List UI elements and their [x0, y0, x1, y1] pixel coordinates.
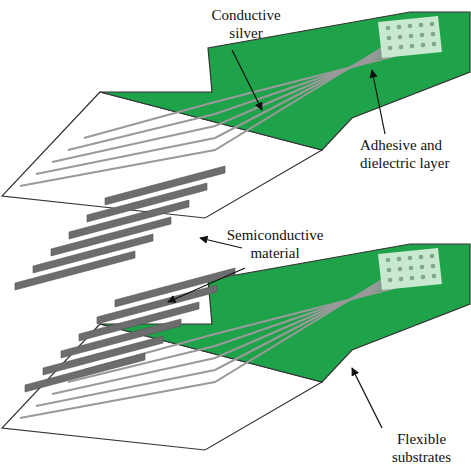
leader-line [372, 70, 385, 134]
pad-dot [388, 278, 393, 283]
callout-label: Adhesive and dielectric layer [360, 136, 471, 172]
pad-dot [432, 274, 437, 279]
pad-dot [410, 276, 415, 281]
leader-line [232, 50, 262, 110]
pad-dot [408, 256, 413, 261]
pad-dot [430, 254, 435, 259]
pad-dot [397, 257, 402, 262]
semiconductive-strip [25, 353, 145, 392]
pad-dot [420, 33, 425, 38]
pad-dot [398, 267, 403, 272]
pad-dot [399, 277, 404, 282]
sheet-layer [2, 244, 470, 450]
pad-dot [410, 44, 415, 49]
callout-label: Semiconductive material [205, 226, 345, 262]
silver-trace [36, 44, 395, 174]
silver-trace [20, 40, 395, 186]
silver-trace [52, 280, 395, 394]
pad-dot [399, 45, 404, 50]
pad-dot [387, 36, 392, 41]
pad-dot [431, 264, 436, 269]
sheet-layer [2, 12, 470, 218]
pad-dot [430, 22, 435, 27]
leader-line [168, 268, 245, 302]
pad-dot [421, 275, 426, 280]
pad-dot [420, 265, 425, 270]
leader-line [352, 368, 382, 428]
pad-dot [409, 34, 414, 39]
pad-dot [398, 35, 403, 40]
pad-dot [409, 266, 414, 271]
pad-dot [397, 25, 402, 30]
pad-dot [419, 255, 424, 260]
silver-trace [52, 48, 395, 162]
silver-trace [84, 56, 395, 138]
pad-dot [408, 24, 413, 29]
pad-dot [421, 43, 426, 48]
connector-pad [378, 248, 442, 290]
pad-dot [386, 26, 391, 31]
pad-dot [419, 23, 424, 28]
leader-group [168, 50, 385, 428]
connector-pad [378, 16, 442, 58]
pad-dot [387, 268, 392, 273]
callout-label: Conductive silver [200, 6, 292, 42]
layer-group [2, 12, 470, 450]
pad-dot [388, 46, 393, 51]
pad-dot [386, 258, 391, 263]
callout-label: Flexible substrates [372, 430, 471, 466]
pad-dot [431, 32, 436, 37]
silver-trace [36, 276, 395, 406]
semiconductive-strip [15, 251, 135, 290]
silver-trace [68, 52, 395, 150]
silver-trace [20, 272, 395, 418]
pad-dot [432, 42, 437, 47]
